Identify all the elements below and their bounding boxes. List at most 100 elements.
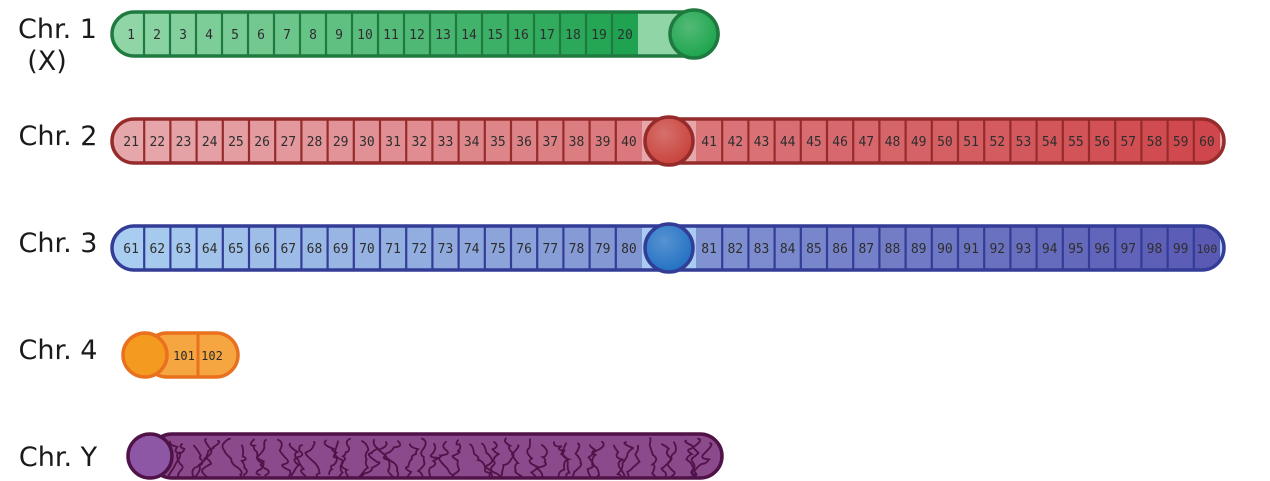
chr2-band (722, 119, 749, 163)
chr2-band (853, 119, 880, 163)
chr3-band (196, 226, 223, 270)
chr2-band (1062, 119, 1089, 163)
chr1-band-label: 19 (591, 28, 607, 43)
chr3-band-label: 82 (727, 242, 743, 257)
chr2-band-label: 60 (1199, 135, 1215, 150)
chr3-band-label: 80 (621, 242, 637, 257)
chr3-band (353, 226, 380, 270)
chr1-band-label: 8 (309, 28, 317, 43)
chr3-band-label: 93 (1016, 242, 1032, 257)
chr2-band (958, 119, 985, 163)
chr2-band-label: 46 (832, 135, 848, 150)
chr3-band (222, 226, 249, 270)
chr3-band-label: 92 (989, 242, 1005, 257)
chr3-band (1167, 226, 1194, 270)
chr2-band (1115, 119, 1142, 163)
chr1-band-label: 5 (231, 28, 239, 43)
chr2-band-label: 49 (911, 135, 927, 150)
chr4-band-label: 101 (173, 349, 195, 363)
chr3-band (931, 226, 958, 270)
chr3-band (774, 226, 801, 270)
chr2-band (879, 119, 906, 163)
chr1-band (326, 12, 352, 56)
chr2-band-label: 41 (701, 135, 717, 150)
chr3-band-label: 97 (1120, 242, 1136, 257)
chrY-squiggle-texture (150, 437, 713, 478)
chr1-band (508, 12, 534, 56)
chr2-band (1036, 119, 1063, 163)
chr3-band (722, 226, 749, 270)
chr2-band-label: 22 (149, 135, 165, 150)
chr1-band (456, 12, 482, 56)
chr3-band (696, 226, 723, 270)
chr3-band (1115, 226, 1142, 270)
chr1-sublabel: (X) (27, 46, 67, 77)
chr2-band (380, 119, 407, 163)
chr2-label: Chr. 2 (18, 121, 98, 152)
chr3-band-label: 66 (254, 242, 270, 257)
chr2-band (1010, 119, 1037, 163)
chr2-band-label: 57 (1120, 135, 1136, 150)
chr2-band-label: 48 (885, 135, 901, 150)
chr1-band (248, 12, 274, 56)
chr3-band (484, 226, 511, 270)
chr3-band (1010, 226, 1037, 270)
chr1-band (274, 12, 300, 56)
chr3-band (748, 226, 775, 270)
chr3-band (879, 226, 906, 270)
chr3-band-label: 70 (359, 242, 375, 257)
chr3-band (1062, 226, 1089, 270)
chr2-band (748, 119, 775, 163)
chr3-band-label: 77 (542, 242, 558, 257)
chr1-band-label: 3 (179, 28, 187, 43)
chr3-band-label: 89 (911, 242, 927, 257)
chr2-band (353, 119, 380, 163)
chr2-band-label: 34 (464, 135, 480, 150)
chr3-band (589, 226, 616, 270)
chr1-band (482, 12, 508, 56)
chr3-band-label: 81 (701, 242, 717, 257)
chr2-band-label: 24 (202, 135, 218, 150)
chr2-band (827, 119, 854, 163)
chr1-band-label: 18 (565, 28, 581, 43)
chr2-band (118, 119, 145, 163)
chr2-band (170, 119, 197, 163)
chr3-band (249, 226, 276, 270)
chr3-band-label: 74 (464, 242, 480, 257)
chr3-band-label: 64 (202, 242, 218, 257)
chr3-band-label: 83 (754, 242, 770, 257)
chr2-band (1193, 119, 1220, 163)
chr3-band (537, 226, 564, 270)
chr2-band (301, 119, 328, 163)
chr2-band-label: 33 (438, 135, 454, 150)
chr2-band (1167, 119, 1194, 163)
chr2-band-label: 37 (542, 135, 558, 150)
chr1-band-label: 17 (539, 28, 555, 43)
chr4-band-label: 102 (201, 349, 223, 363)
chr3-band-label: 87 (858, 242, 874, 257)
chr3-band (170, 226, 197, 270)
chr3-band-label: 69 (333, 242, 349, 257)
chr3-band (458, 226, 485, 270)
chr3-band-label: 86 (832, 242, 848, 257)
chr3-band (615, 226, 642, 270)
chr1-band-label: 6 (257, 28, 265, 43)
chr1-band-label: 10 (357, 28, 373, 43)
chr1-label: Chr. 1 (18, 14, 97, 45)
chr2-band (563, 119, 590, 163)
chr2-band-label: 54 (1042, 135, 1058, 150)
chr3-band-label: 100 (1197, 242, 1218, 256)
chr1-band-label: 12 (409, 28, 425, 43)
chr2-band-label: 23 (176, 135, 192, 150)
chr2-band-label: 43 (754, 135, 770, 150)
chr1-arm (112, 12, 718, 56)
chr2-band (589, 119, 616, 163)
chr3-centromere (643, 222, 695, 274)
chr1-band-label: 15 (487, 28, 503, 43)
chr3-band-label: 85 (806, 242, 822, 257)
chr4-centromere (121, 331, 169, 379)
chr2-band (984, 119, 1011, 163)
